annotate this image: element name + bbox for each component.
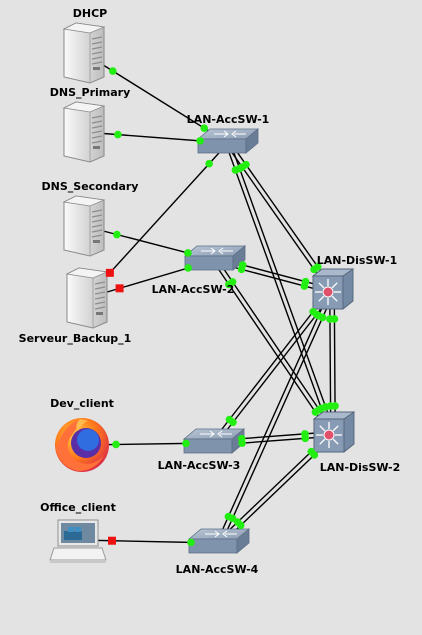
- node-dissw2[interactable]: [312, 411, 356, 453]
- node-label-dev_client: Dev_client: [50, 397, 114, 410]
- server-icon: [62, 22, 106, 84]
- link-status-up-accsw4: [187, 538, 195, 547]
- link-accsw2-dissw2[interactable]: [216, 258, 336, 434]
- link-dissw1-dissw2[interactable]: [333, 290, 336, 434]
- link-status-up-dissw1: [300, 282, 309, 290]
- link-status-up-accsw2: [225, 280, 233, 289]
- server-icon: [62, 195, 106, 257]
- link-status-up-accsw4: [236, 521, 245, 530]
- node-dissw1[interactable]: [311, 268, 355, 310]
- link-status-down-office_client: [107, 536, 116, 545]
- node-label-accsw1: LAN-AccSW-1: [187, 113, 270, 126]
- laptop-icon: [49, 519, 107, 563]
- link-status-up-accsw1: [196, 137, 204, 145]
- node-label-accsw4: LAN-AccSW-4: [176, 563, 259, 576]
- link-status-up-accsw2: [184, 264, 192, 272]
- link-accsw4-dissw1[interactable]: [216, 289, 331, 543]
- link-status-up-accsw3: [229, 418, 237, 427]
- link-status-up-dissw1: [310, 265, 318, 274]
- link-status-up-dhcp: [109, 67, 117, 75]
- node-label-dns_secondary: DNS_Secondary: [42, 180, 139, 193]
- server-icon: [65, 267, 109, 329]
- switch-icon: [187, 528, 251, 554]
- link-accsw2-dissw2[interactable]: [212, 260, 332, 436]
- switch-icon: [182, 428, 246, 454]
- node-label-accsw2: LAN-AccSW-2: [152, 283, 235, 296]
- switch-icon: [183, 245, 247, 271]
- link-dissw1-dissw2[interactable]: [329, 291, 332, 435]
- labels-layer: DHCP DNS_PrimaryDNS_SecondaryServeur_Back…: [19, 7, 401, 576]
- link-status-up-dissw2: [326, 402, 335, 410]
- link-status-down-backup: [115, 284, 124, 293]
- link-status-up-accsw1: [205, 159, 213, 168]
- node-label-office_client: Office_client: [40, 501, 116, 514]
- link-status-up-dissw1: [318, 313, 327, 322]
- firefox-icon: [55, 418, 109, 472]
- server-icon: [62, 101, 106, 163]
- link-status-up-accsw1: [231, 166, 240, 174]
- link-status-up-accsw1: [200, 124, 209, 132]
- link-status-up-accsw2: [237, 265, 246, 274]
- node-dns_primary[interactable]: [62, 101, 106, 163]
- link-status-up-dissw2: [301, 434, 310, 443]
- multilayer-switch-icon: [311, 268, 355, 310]
- node-label-dns_primary: DNS_Primary: [50, 86, 131, 99]
- link-accsw1-dissw2[interactable]: [229, 141, 336, 434]
- link-status-up-dissw2: [310, 451, 319, 459]
- link-accsw3-dissw1[interactable]: [211, 289, 331, 443]
- multilayer-switch-icon: [312, 411, 356, 453]
- node-label-dhcp: DHCP: [73, 7, 107, 20]
- node-accsw3[interactable]: [182, 428, 246, 454]
- link-status-down-backup: [105, 268, 114, 277]
- link-status-up-accsw3: [182, 439, 190, 448]
- node-office_client[interactable]: [49, 519, 107, 563]
- link-accsw4-dissw1[interactable]: [220, 291, 335, 545]
- nodes-layer: [49, 22, 356, 563]
- link-status-up-accsw3: [238, 439, 246, 447]
- node-label-backup: Serveur_Backup_1: [19, 332, 132, 345]
- link-accsw3-dissw1[interactable]: [215, 291, 335, 445]
- node-dhcp[interactable]: [62, 22, 106, 84]
- status-markers-layer: [105, 67, 339, 547]
- link-status-up-dns_secondary: [113, 230, 121, 239]
- link-status-up-dev_client: [112, 440, 120, 449]
- node-dns_secondary[interactable]: [62, 195, 106, 257]
- node-backup[interactable]: [65, 267, 109, 329]
- link-status-up-dns_primary: [114, 130, 122, 139]
- link-status-up-dissw2: [311, 408, 320, 416]
- link-status-up-dissw1: [326, 315, 334, 323]
- node-accsw4[interactable]: [187, 528, 251, 554]
- node-label-dissw2: LAN-DisSW-2: [320, 461, 401, 474]
- node-dev_client[interactable]: [55, 418, 109, 472]
- node-accsw2[interactable]: [183, 245, 247, 271]
- node-label-accsw3: LAN-AccSW-3: [158, 459, 241, 472]
- node-label-dissw1: LAN-DisSW-1: [317, 254, 398, 267]
- link-accsw1-dissw2[interactable]: [225, 143, 332, 436]
- node-accsw1[interactable]: [196, 128, 260, 154]
- switch-icon: [196, 128, 260, 154]
- link-status-up-accsw2: [184, 249, 192, 257]
